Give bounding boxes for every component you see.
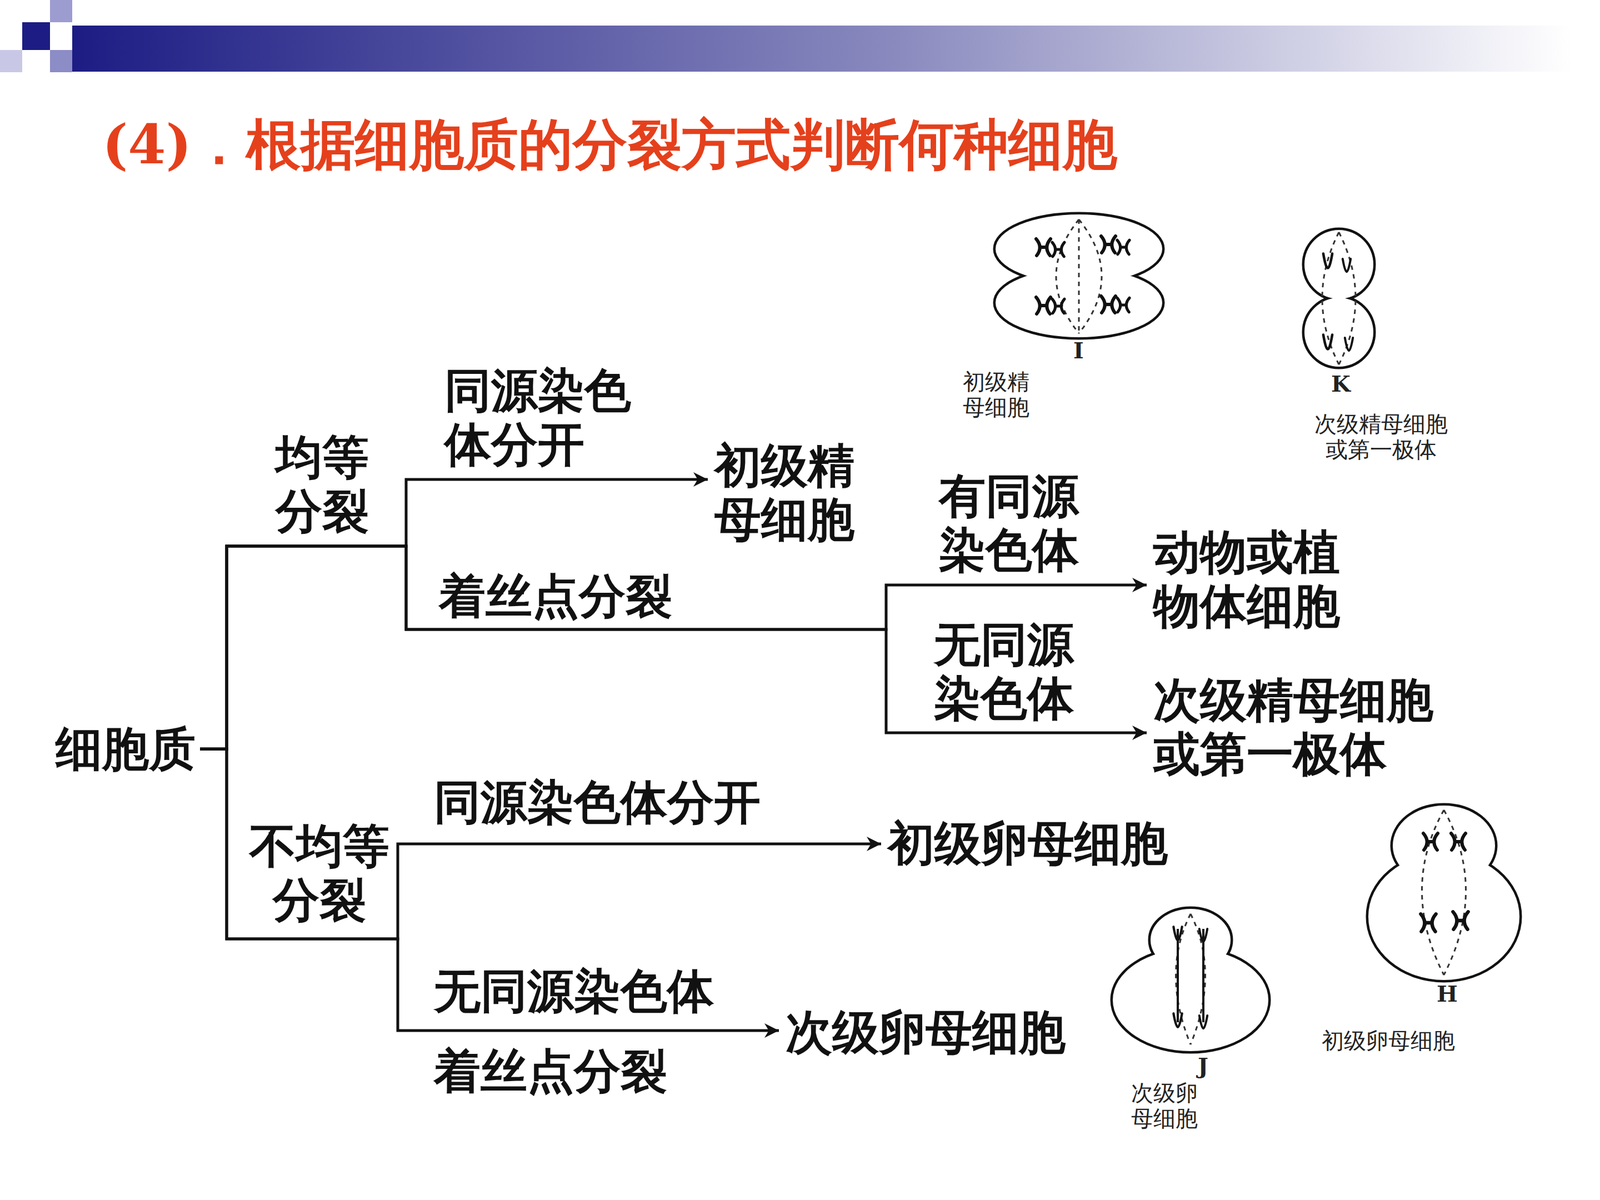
tree-node: 初级卵母细胞 [887,816,1168,871]
tree-connector [200,748,882,939]
node-text: 初级精母细胞 [714,438,864,547]
branch-label: 着丝点分裂 [433,1044,668,1099]
header-decoration [0,0,1573,73]
figure-caption: H [1436,981,1458,1007]
figure-caption: 初级精母细胞 [959,368,1033,420]
node-text: 次级卵母细胞 [785,1005,1066,1060]
tree-node: 初级精母细胞 [714,438,864,547]
cell-figure [1368,805,1520,980]
cell-figure [995,214,1163,338]
branch-label: 不均等分裂 [245,819,395,927]
figure-caption: 初级卵母细胞 [1321,1027,1455,1054]
node-text: 初级卵母细胞 [887,816,1168,871]
branch-label: 无同源染色体 [433,964,714,1019]
cell-figure [1304,230,1374,367]
figure-caption: I [1073,337,1084,364]
tree-node: 动物或植物体细胞 [1153,525,1350,633]
branch-label: 无同源染色体 [933,617,1084,725]
tree-node: 次级卵母细胞 [785,1005,1066,1060]
node-text: 细胞质 [55,722,196,777]
tree-node: 细胞质 [55,722,196,777]
branch-label: 着丝点分裂 [438,569,673,624]
branch-label: 均等分裂 [275,430,379,538]
slide-title: (4)．根据细胞质的分裂方式判断何种细胞 [102,108,1118,183]
node-text: 次级精母细胞或第一极体 [1153,673,1443,781]
figure-caption: J [1197,1053,1209,1079]
branch-label: 同源染色体分开 [444,363,641,472]
branch-label: 同源染色体分开 [433,775,761,830]
figure-caption: K [1331,371,1351,397]
tree-node: 次级精母细胞或第一极体 [1153,673,1443,781]
node-text: 动物或植物体细胞 [1153,525,1350,633]
tree-connector [200,748,779,1031]
branch-label: 有同源染色体 [938,469,1089,577]
cell-figure [1112,908,1269,1052]
figure-caption: 次级卵母细胞 [1127,1080,1202,1132]
figure-caption: 次级精母细胞或第一极体 [1311,411,1452,463]
